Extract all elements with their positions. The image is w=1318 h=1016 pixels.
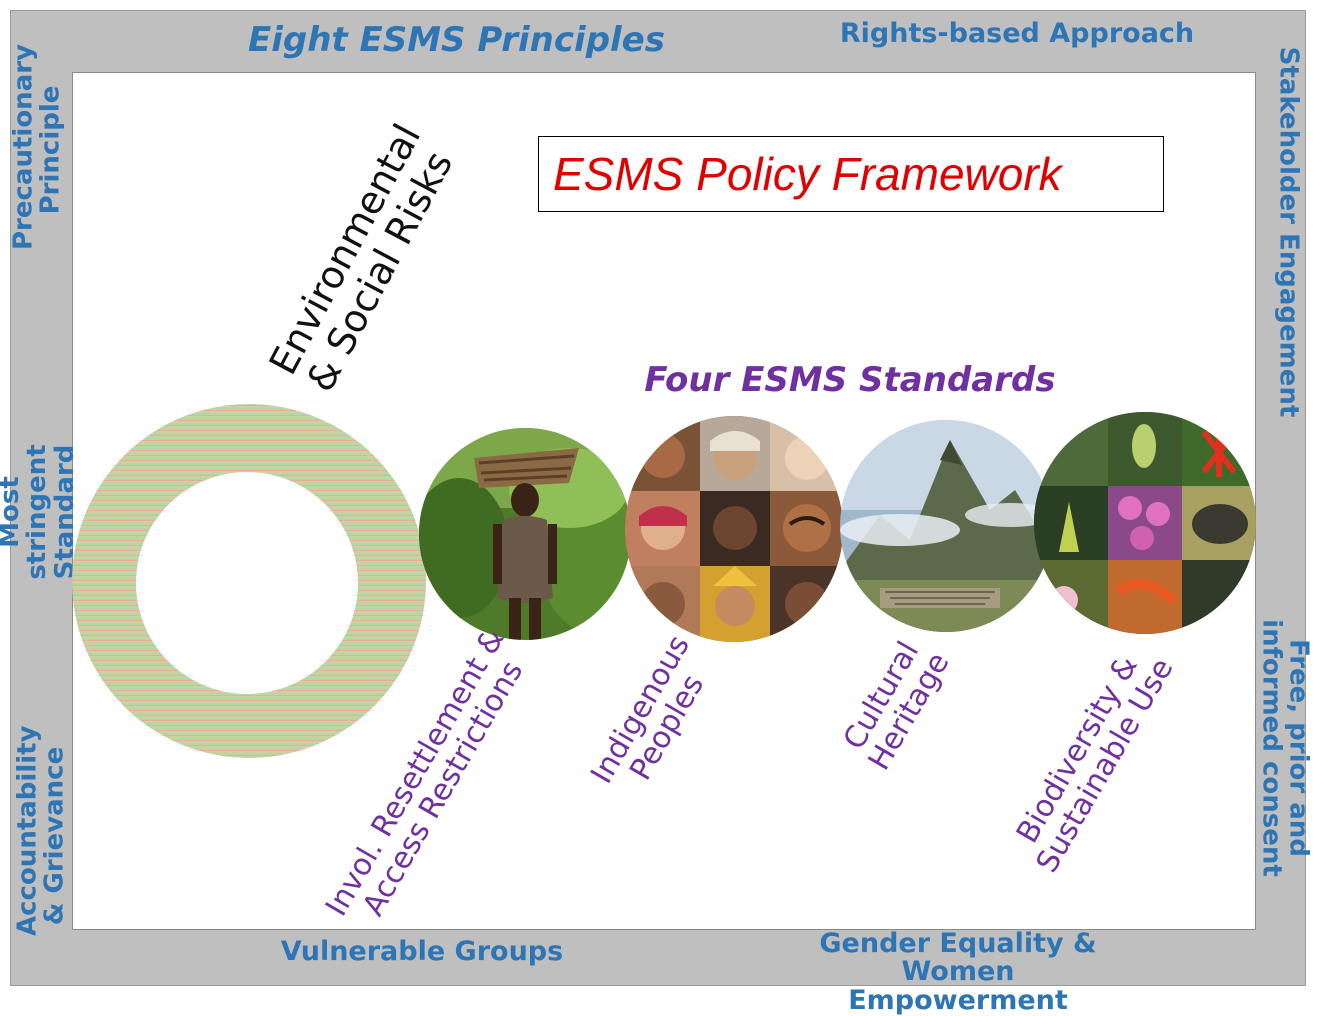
principle-most-stringent: Most stringent Standard xyxy=(0,412,80,612)
species-collage-illustration xyxy=(1034,412,1256,634)
principle-vulnerable-groups: Vulnerable Groups xyxy=(280,936,564,967)
principle-stakeholder: Stakeholder Engagement xyxy=(1273,46,1304,418)
principle-rights-based: Rights-based Approach xyxy=(839,18,1195,49)
principle-fpic-text: Free, prior and informed consent xyxy=(1256,619,1314,877)
principle-fpic: Free, prior and informed consent xyxy=(1256,578,1314,918)
policy-framework-label: ESMS Policy Framework xyxy=(553,148,1062,200)
principle-most-stringent-text: Most stringent Standard xyxy=(0,444,80,580)
principles-title: Eight ESMS Principles xyxy=(248,20,665,60)
principle-precautionary-text: Precautionary Principle xyxy=(8,43,66,250)
faces-collage-illustration xyxy=(625,416,843,642)
policy-framework-box: ESMS Policy Framework xyxy=(538,136,1164,212)
principle-accountability-text: Accountability & Grievance xyxy=(12,725,70,936)
risk-ring-hole xyxy=(136,472,358,694)
forest-woman-illustration xyxy=(419,428,631,640)
mountain-ruins-illustration xyxy=(840,420,1052,632)
standard-image-indigenous xyxy=(625,416,843,642)
standard-image-resettlement xyxy=(419,428,631,640)
principle-precautionary: Precautionary Principle xyxy=(9,44,66,250)
standard-image-heritage xyxy=(840,420,1052,632)
standard-image-biodiversity xyxy=(1034,412,1256,634)
standards-title: Four ESMS Standards xyxy=(644,360,1056,400)
principle-gender-equality: Gender Equality & Women Empowerment xyxy=(788,928,1128,1016)
principle-gender-equality-text: Gender Equality & Women Empowerment xyxy=(819,928,1097,1016)
principle-accountability: Accountability & Grievance xyxy=(13,725,70,936)
